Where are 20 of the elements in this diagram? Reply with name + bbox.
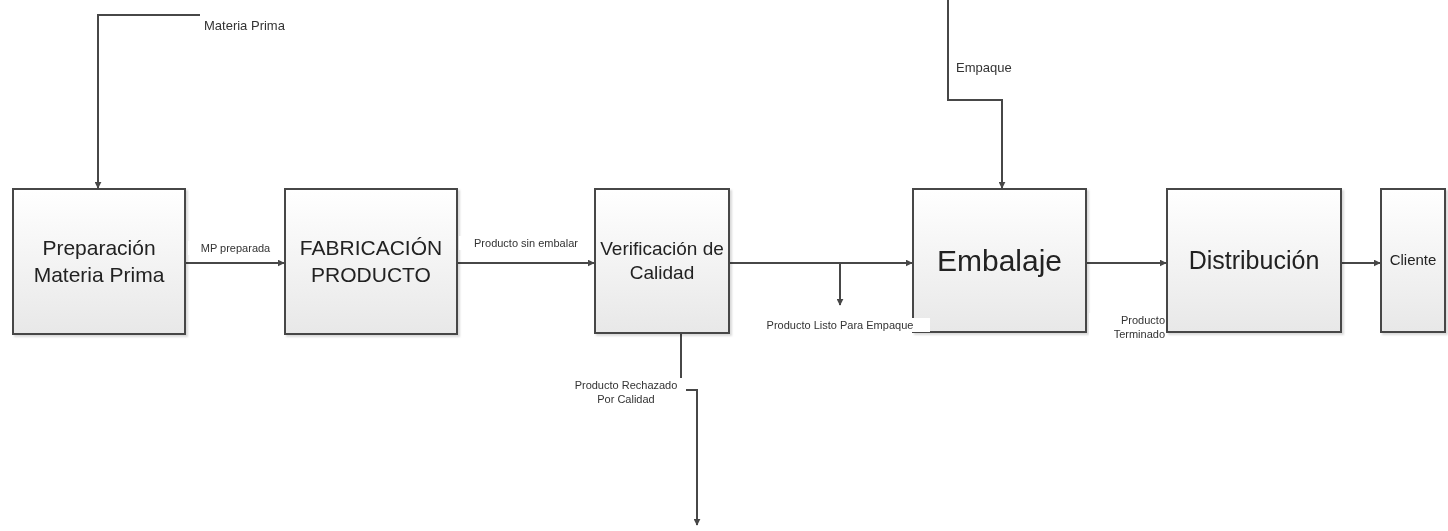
- process-box: [912, 188, 1087, 333]
- arrow: [94, 14, 201, 189]
- box-label: Cliente: [1389, 251, 1437, 270]
- process-box: [12, 188, 186, 335]
- arrow: [1086, 259, 1167, 267]
- arrow: [185, 259, 285, 267]
- arrow: [729, 262, 844, 306]
- process-box: [594, 188, 730, 334]
- process-box: [1166, 188, 1342, 333]
- process-box: [284, 188, 458, 335]
- arrow: [457, 259, 595, 267]
- box-label: Preparación Materia Prima: [32, 235, 166, 288]
- arrow: [1341, 259, 1381, 267]
- box-label: Distribución: [1188, 244, 1320, 276]
- box-label: FABRICACIÓN PRODUCTO: [298, 235, 444, 288]
- box-label: Verificación de Calidad: [599, 237, 725, 285]
- arrow: [947, 0, 1006, 189]
- box-label: Embalaje: [936, 242, 1063, 279]
- arrow: [680, 333, 701, 526]
- process-box: [1380, 188, 1446, 333]
